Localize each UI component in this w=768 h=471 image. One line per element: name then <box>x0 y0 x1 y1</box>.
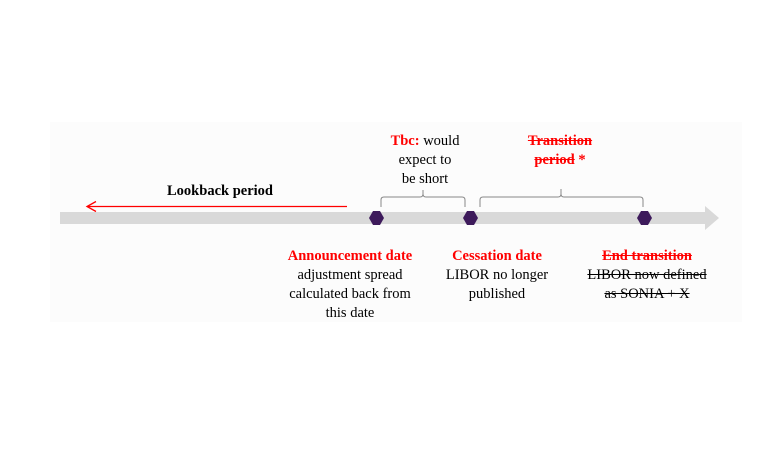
announcement-date-block: Announcement date adjustment spread calc… <box>270 247 430 323</box>
milestone-line: adjustment spread <box>297 267 403 283</box>
lookback-period-label: Lookback period <box>167 183 273 199</box>
tbc-bracket <box>380 190 466 207</box>
timeline-arrowhead-icon <box>705 206 719 230</box>
end-transition-marker-icon <box>637 211 652 225</box>
transition-line1: Transition <box>527 133 593 149</box>
milestone-title: Cessation date <box>452 248 542 264</box>
transition-period-note: Transition period * <box>500 132 620 170</box>
lookback-arrow <box>85 200 347 213</box>
tbc-note: Tbc: would expect to be short <box>370 132 480 189</box>
milestone-line: LIBOR now defined <box>587 267 707 283</box>
milestone-line: as SONIA + X <box>604 286 690 302</box>
milestone-title: End transition <box>602 248 692 264</box>
transition-asterisk: * <box>578 152 586 168</box>
announcement-marker-icon <box>369 211 384 225</box>
tbc-text-line1: would <box>423 133 460 149</box>
timeline-bar <box>60 206 719 230</box>
transition-bracket <box>479 189 644 207</box>
milestone-line: published <box>468 286 526 302</box>
milestone-line: this date <box>325 305 375 321</box>
cessation-date-block: Cessation date LIBOR no longer published <box>427 247 567 304</box>
arrow-left-icon <box>85 200 97 213</box>
tbc-label: Tbc: <box>390 133 420 149</box>
milestone-line: calculated back from <box>289 286 411 302</box>
cessation-marker-icon <box>463 211 478 225</box>
milestone-line: LIBOR no longer <box>445 267 549 283</box>
transition-line2: period <box>534 152 575 168</box>
milestone-title: Announcement date <box>287 248 413 264</box>
end-transition-block: End transition LIBOR now defined as SONI… <box>577 247 717 304</box>
tbc-text-line3: be short <box>401 171 449 187</box>
tbc-text-line2: expect to <box>398 152 452 168</box>
